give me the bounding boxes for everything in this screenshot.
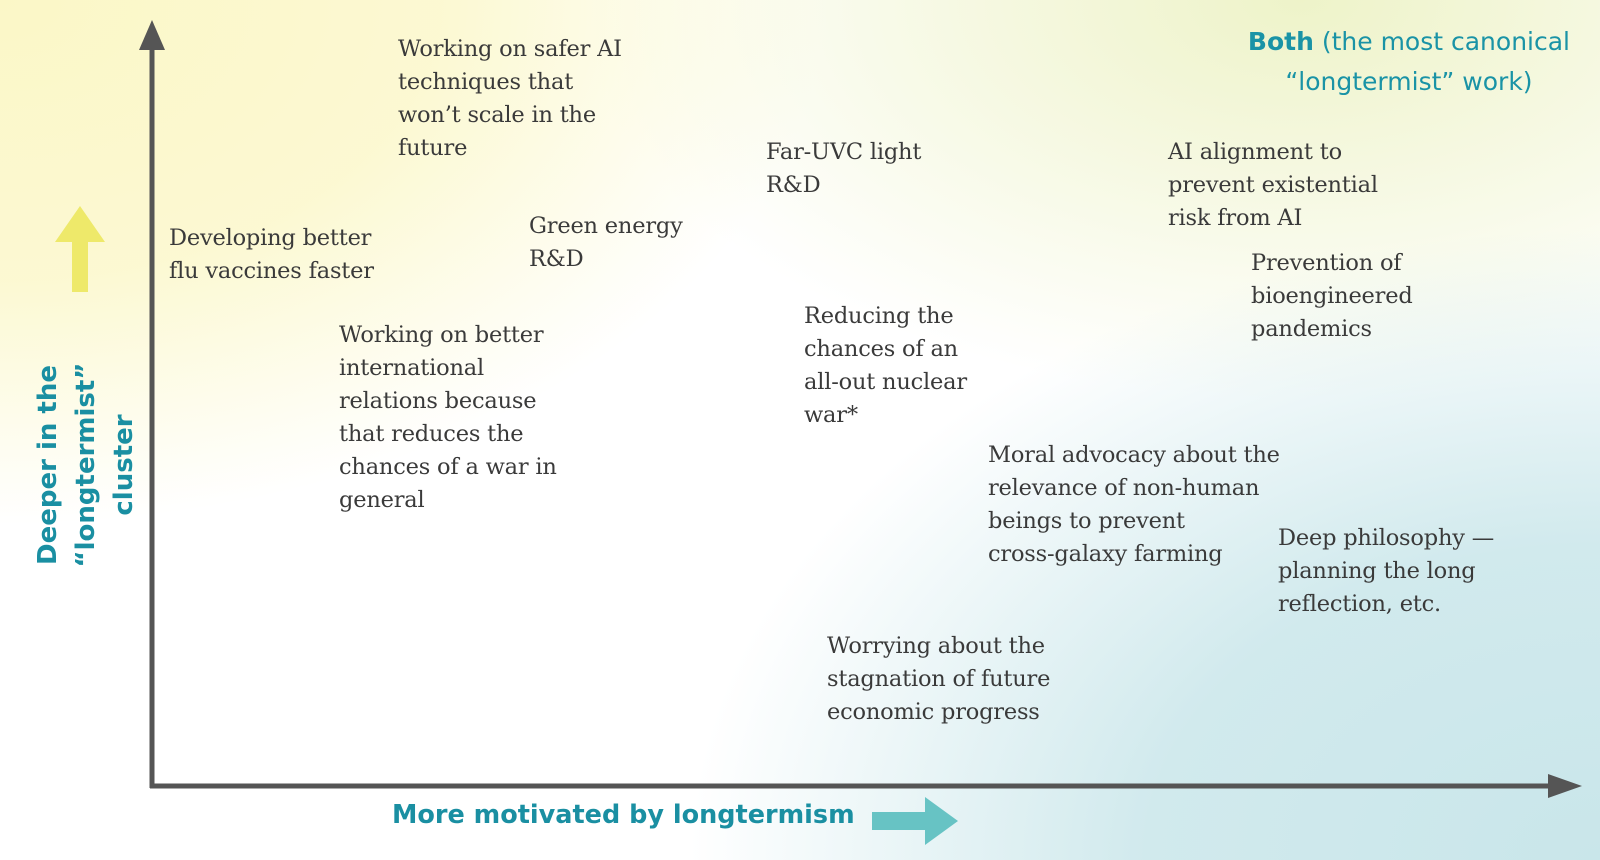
item-nuclear-war: Reducing the chances of an all-out nucle… <box>804 303 967 428</box>
y-axis-label: Deeper in the “longtermist” cluster <box>33 362 139 568</box>
corner-label-both: Both (the most canonical “longtermist” w… <box>1248 22 1570 102</box>
item-economic-stagnation: Worrying about the stagnation of future … <box>827 633 1051 725</box>
corner-label-rest: (the most canonical “longtermist” work) <box>1285 27 1570 96</box>
item-deep-philosophy: Deep philosophy — planning the long refl… <box>1278 525 1495 617</box>
y-axis-arrowhead <box>139 20 165 50</box>
item-flu-vaccines: Developing better flu vaccines faster <box>169 225 374 284</box>
x-axis-arrowhead <box>1548 774 1582 798</box>
item-ai-alignment: AI alignment to prevent existential risk… <box>1168 139 1378 231</box>
item-far-uvc-light: Far-UVC light R&D <box>766 139 922 198</box>
corner-label-bold: Both <box>1247 27 1314 56</box>
item-international-relations: Working on better international relation… <box>339 322 557 513</box>
item-moral-advocacy: Moral advocacy about the relevance of no… <box>988 442 1280 567</box>
item-safer-ai-techniques: Working on safer AI techniques that won’… <box>398 36 622 161</box>
yellow-up-arrow-icon <box>55 206 105 292</box>
item-bioengineered-pandemics: Prevention of bioengineered pandemics <box>1251 250 1413 342</box>
x-axis-label: More motivated by longtermism <box>392 800 855 830</box>
item-green-energy: Green energy R&D <box>529 213 683 272</box>
teal-right-arrow-icon <box>872 797 958 845</box>
